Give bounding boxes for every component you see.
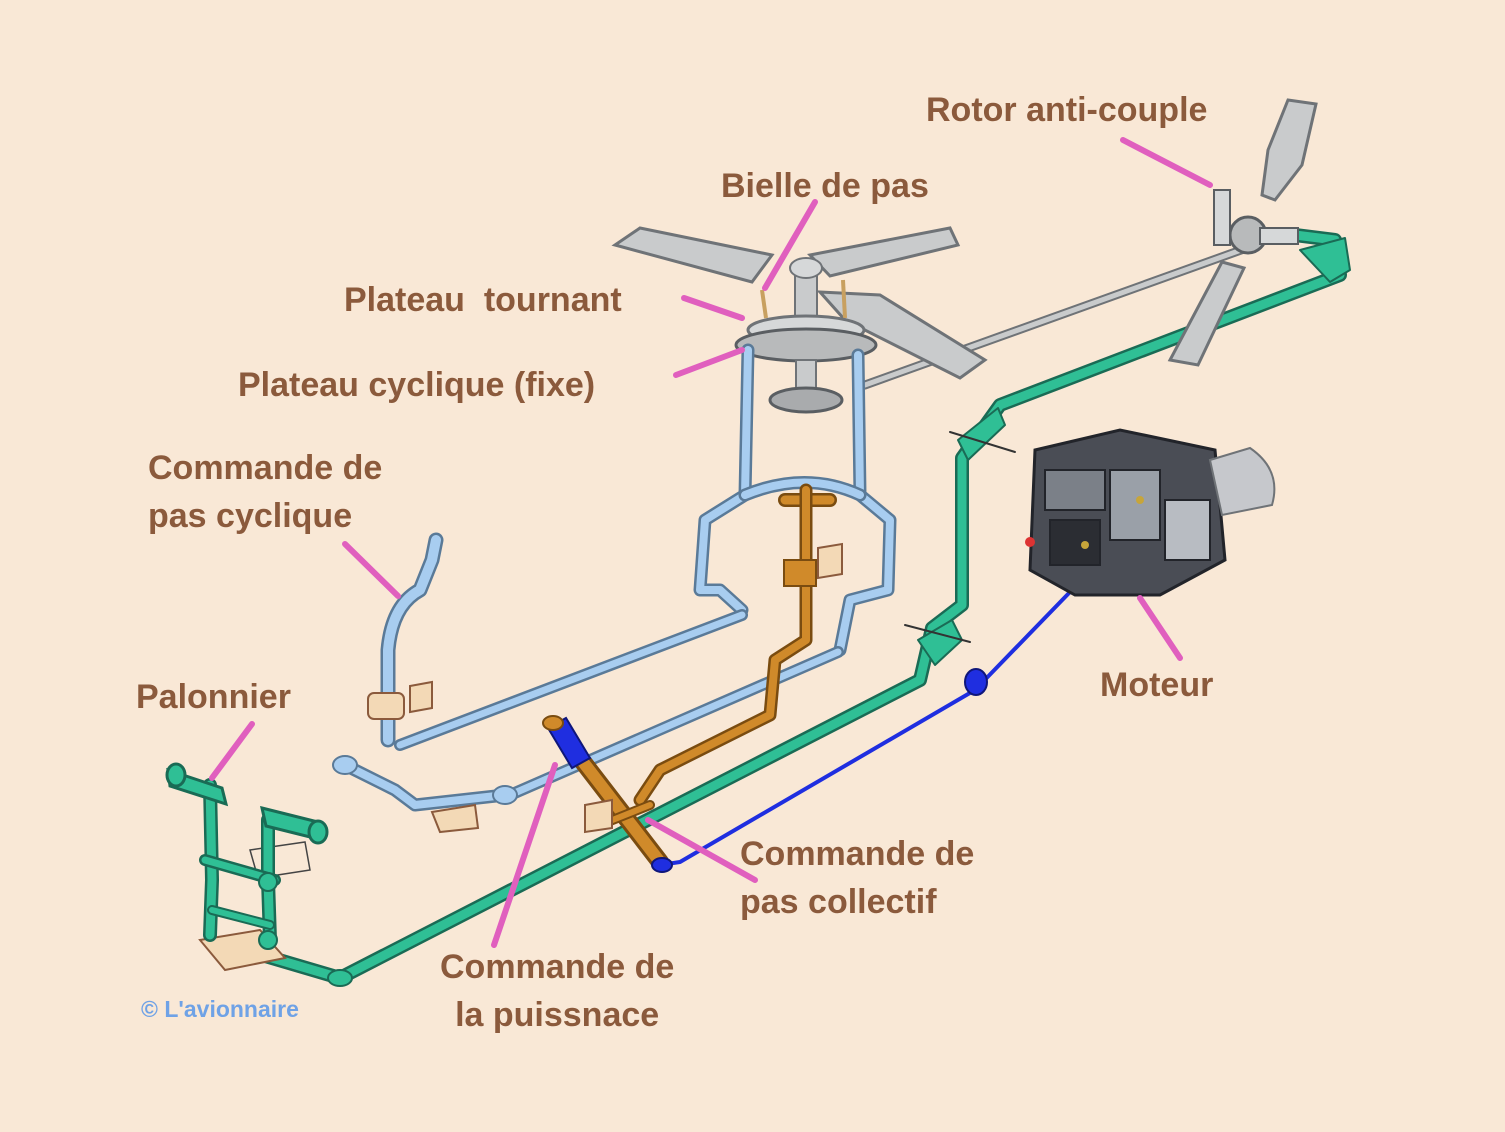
label-moteur: Moteur <box>1100 666 1214 704</box>
pedal-assembly <box>165 762 329 972</box>
label-plateau-tournant: Plateau tournant <box>344 281 622 319</box>
label-commande-collectif-line2: pas collectif <box>740 883 937 921</box>
tail-rotor <box>1167 98 1318 367</box>
leader-palonnier <box>209 721 255 781</box>
label-palonnier: Palonnier <box>136 678 291 716</box>
cyclic-pivots <box>332 680 518 834</box>
collective-parts <box>542 542 843 834</box>
label-commande-puissance-line2: la puissnace <box>455 996 660 1034</box>
leader-commande-puissance <box>491 762 558 948</box>
label-commande-cyclique-line2: pas cyclique <box>148 497 353 535</box>
cyclic-linkage <box>338 343 897 812</box>
label-commande-collectif: Commande de pas collectif <box>740 830 974 926</box>
leader-commande-cyclique <box>342 541 401 599</box>
label-commande-cyclique: Commande de pas cyclique <box>148 444 382 540</box>
leader-moteur <box>1137 595 1183 661</box>
leader-bielle-de-pas <box>762 199 818 291</box>
throttle-linkage <box>651 590 1072 873</box>
engine <box>1025 428 1276 597</box>
label-commande-puissance: Commande de la puissnace <box>440 943 674 1039</box>
label-rotor-anticouple: Rotor anti-couple <box>926 91 1208 129</box>
leader-rotor-anticouple <box>1120 137 1213 188</box>
label-commande-puissance-line1: Commande de <box>440 948 675 986</box>
main-rotor <box>611 226 988 414</box>
leader-plateau-tournant <box>681 295 745 321</box>
leader-lines <box>209 137 1213 948</box>
label-bielle-de-pas: Bielle de pas <box>721 167 929 205</box>
leader-commande-collectif <box>645 817 758 883</box>
leader-plateau-cyclique <box>673 347 745 378</box>
label-commande-cyclique-line1: Commande de <box>148 449 383 487</box>
label-plateau-cyclique: Plateau cyclique (fixe) <box>238 366 596 404</box>
label-commande-collectif-line1: Commande de <box>740 835 975 873</box>
copyright-notice: © L'avionnaire <box>141 996 299 1022</box>
